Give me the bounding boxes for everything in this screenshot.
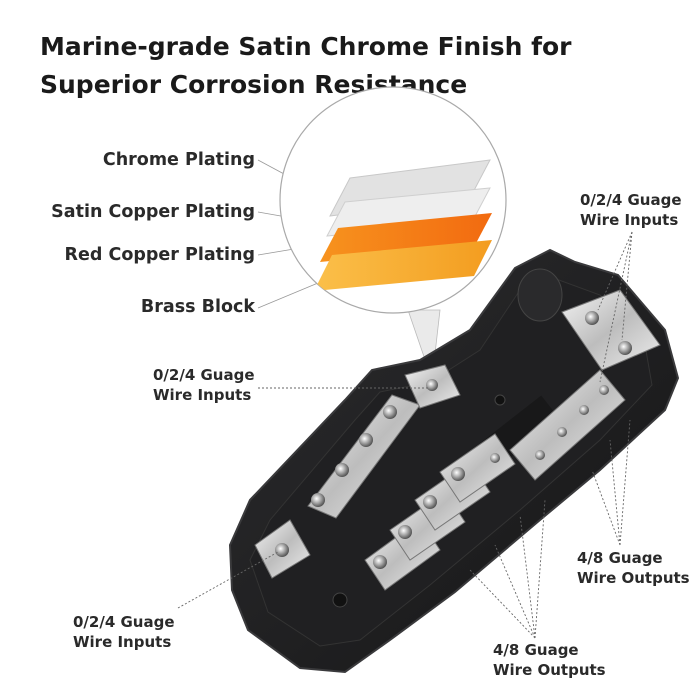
callout-top-right-gauge: 0/2/4 Guage [580, 191, 682, 209]
layer-label-chrome-plating: Chrome Plating [102, 150, 255, 170]
screw-icon [383, 405, 397, 419]
callout-top-right-inputs: 0/2/4 Guage Wire Inputs [580, 190, 682, 230]
plate-red-copper [320, 213, 492, 262]
left-input-bar [307, 394, 421, 519]
callout-bottom-left-gauge: 0/2/4 Guage [73, 613, 175, 631]
callout-bottom-left-type: Wire Inputs [73, 633, 172, 651]
screw-icon [426, 379, 438, 391]
screw-icon [599, 385, 609, 395]
callout-leader-lines [177, 231, 633, 639]
screw-icon [490, 453, 500, 463]
screw-icon [585, 311, 599, 325]
distribution-block-housing [228, 248, 680, 674]
callout-bottom-outputs: 4/8 Guage Wire Outputs [493, 640, 606, 680]
callout-bottom-outputs-type: Wire Outputs [493, 661, 606, 679]
screw-icon [423, 495, 437, 509]
headline-line-1: Marine-grade Satin Chrome Finish for [40, 32, 572, 61]
plate-brass [314, 240, 492, 291]
center-output-blocks [364, 433, 516, 591]
callout-right-outputs: 4/8 Guage Wire Outputs [577, 548, 690, 588]
callout-right-outputs-type: Wire Outputs [577, 569, 690, 587]
screw-icon [618, 341, 632, 355]
layer-label-satin-copper-plating: Satin Copper Plating [51, 202, 255, 222]
callout-bottom-outputs-gauge: 4/8 Guage [493, 641, 579, 659]
headline: Marine-grade Satin Chrome Finish for Sup… [40, 28, 680, 104]
callout-top-right-type: Wire Inputs [580, 211, 679, 229]
callout-right-outputs-gauge: 4/8 Guage [577, 549, 663, 567]
screw-icon [535, 450, 545, 460]
screw-icon [398, 525, 412, 539]
bottom-left-input-terminal [254, 519, 311, 579]
callout-bottom-left-inputs: 0/2/4 Guage Wire Inputs [73, 612, 175, 652]
screw-icon [335, 463, 349, 477]
screw-icon [557, 427, 567, 437]
screw-icon [579, 405, 589, 415]
callout-middle-left-inputs: 0/2/4 Guage Wire Inputs [153, 365, 255, 405]
layer-label-red-copper-plating: Red Copper Plating [64, 245, 255, 265]
callout-middle-left-type: Wire Inputs [153, 386, 252, 404]
callout-middle-left-gauge: 0/2/4 Guage [153, 366, 255, 384]
screw-icon [275, 543, 289, 557]
screw-icon [451, 467, 465, 481]
magnifier-circle [279, 86, 507, 314]
middle-input-post [404, 364, 461, 409]
screw-icon [311, 493, 325, 507]
layer-label-brass-block: Brass Block [140, 297, 255, 317]
screw-icon [359, 433, 373, 447]
screw-icon [373, 555, 387, 569]
